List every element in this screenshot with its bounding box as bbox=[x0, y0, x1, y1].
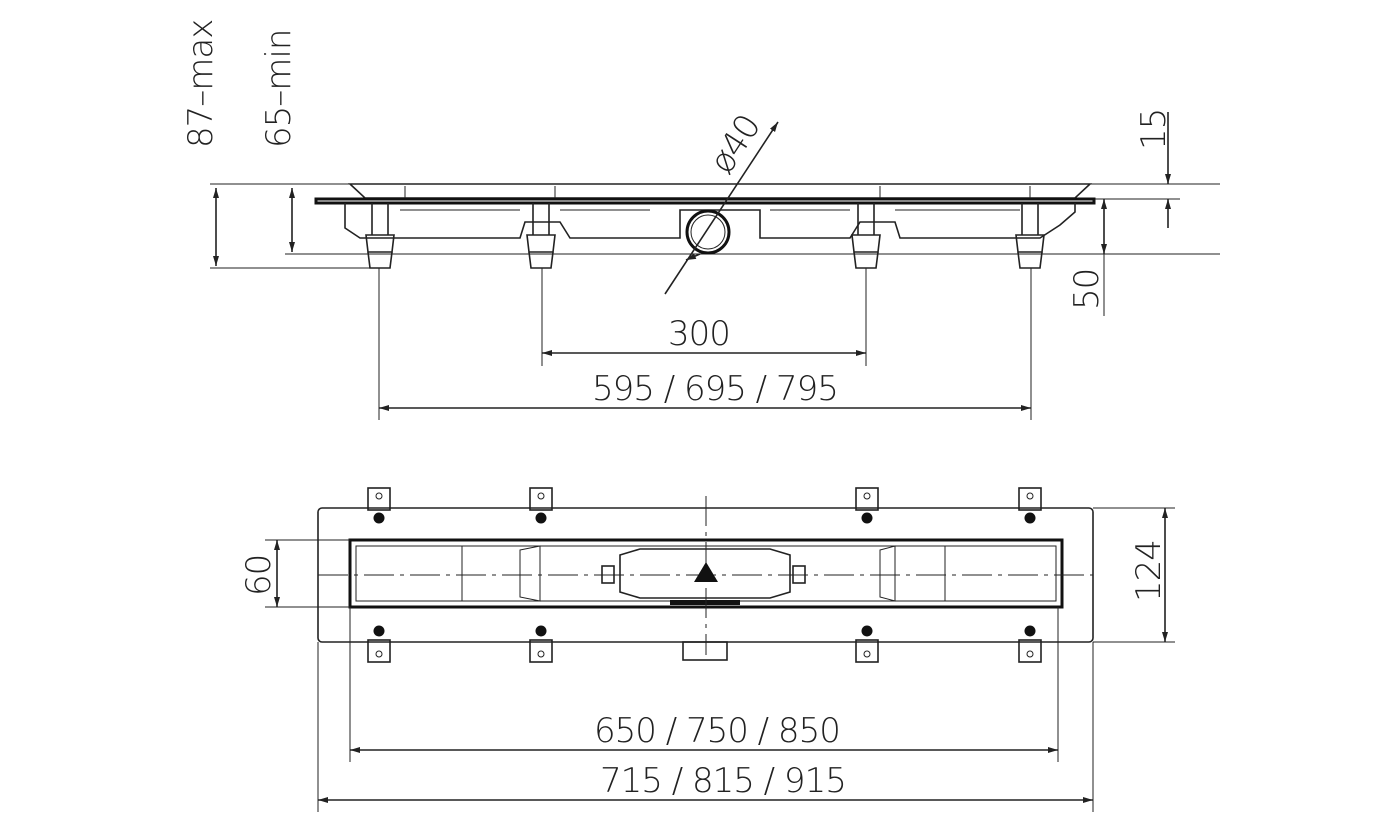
mounting-tab-top-3 bbox=[855, 487, 879, 524]
top-view: 60 124 650 / 750 / 850 715 / 815 / 915 bbox=[239, 487, 1175, 812]
mounting-tab-top-1 bbox=[367, 487, 391, 524]
inner-feet-spacing-label: 300 bbox=[668, 314, 730, 354]
mounting-tab-bottom-3 bbox=[855, 625, 879, 663]
mounting-tab-top-4 bbox=[1018, 487, 1042, 524]
center-mark-icon bbox=[694, 562, 718, 582]
foot-1 bbox=[365, 203, 395, 269]
mounting-tab-bottom-2 bbox=[529, 625, 553, 663]
side-view: 87–max 65–min ø40 15 50 300 595 / 695 / … bbox=[181, 20, 1220, 420]
mounting-tab-top-2 bbox=[529, 487, 553, 524]
mounting-tab-bottom-4 bbox=[1018, 625, 1042, 663]
outlet-pipe bbox=[664, 121, 779, 295]
foot-2 bbox=[526, 203, 556, 269]
grate-length-label: 650 / 750 / 850 bbox=[594, 711, 840, 751]
height-min-label: 65–min bbox=[259, 30, 299, 148]
foot-height-label: 50 bbox=[1067, 269, 1107, 310]
mounting-tab-bottom-1 bbox=[367, 625, 391, 663]
grate-width-label: 60 bbox=[239, 555, 279, 596]
foot-3 bbox=[851, 203, 881, 269]
body-width-label: 124 bbox=[1129, 540, 1169, 602]
drain-channel-side bbox=[314, 183, 1096, 239]
foot-4 bbox=[1015, 203, 1045, 269]
height-max-label: 87–max bbox=[181, 20, 221, 148]
outlet-diameter-label: ø40 bbox=[702, 108, 769, 181]
top-offset-label: 15 bbox=[1134, 109, 1174, 150]
outer-feet-spacing-label: 595 / 695 / 795 bbox=[592, 369, 838, 409]
body-length-label: 715 / 815 / 915 bbox=[600, 761, 846, 801]
